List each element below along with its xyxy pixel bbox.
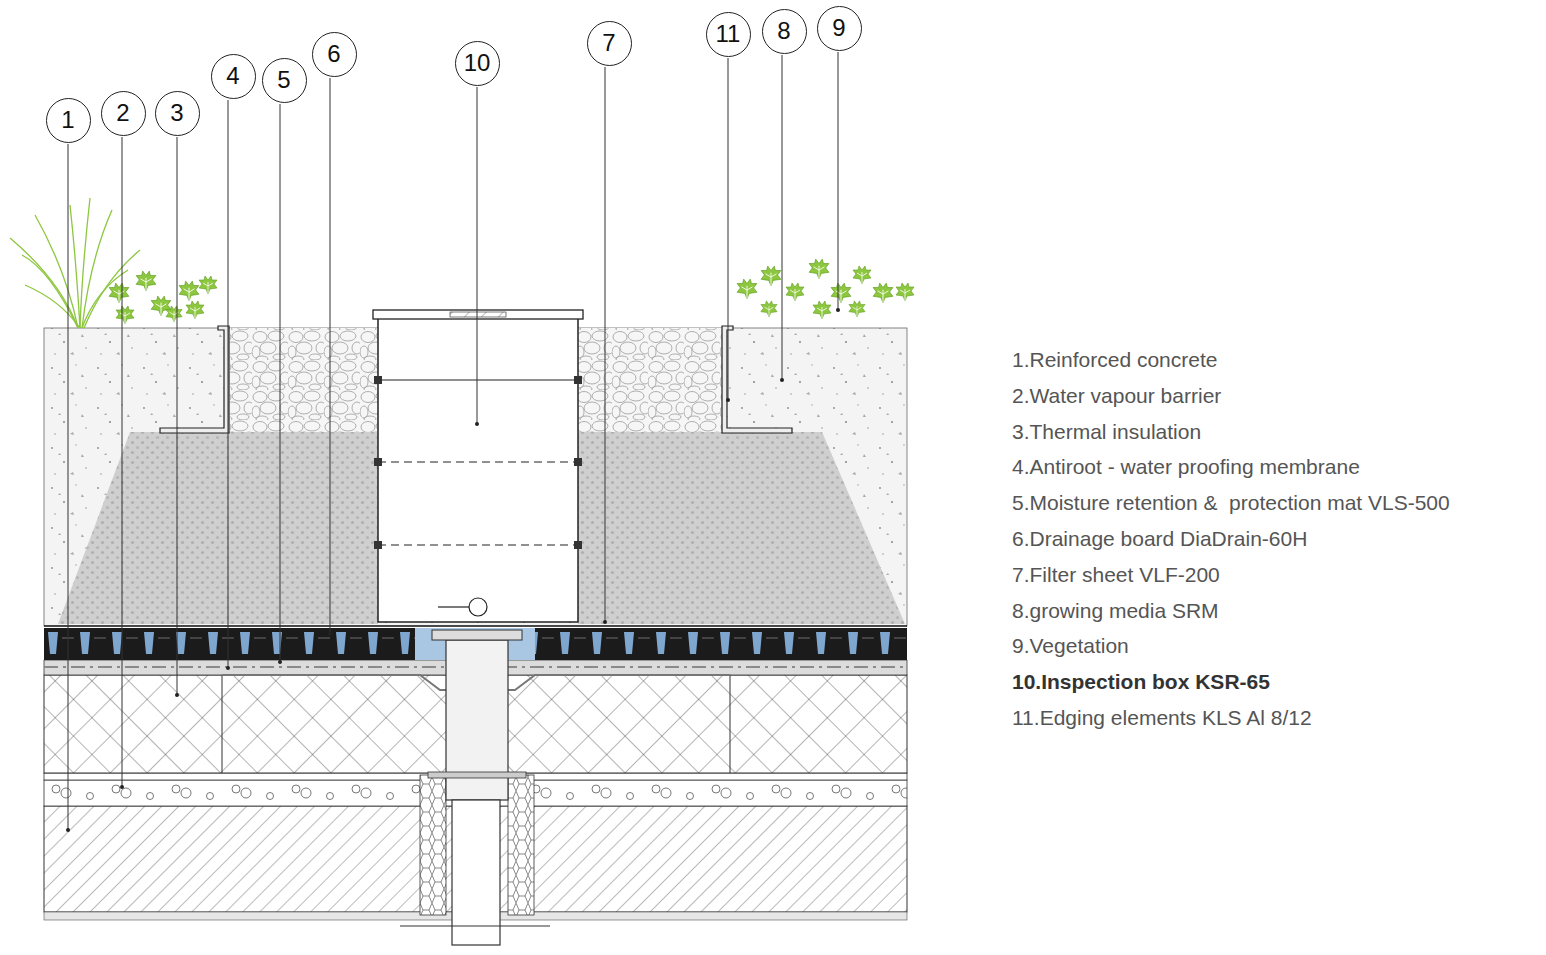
leader-lines <box>68 52 838 830</box>
filter-sheet <box>44 625 907 627</box>
box-handle <box>438 606 470 607</box>
drain-gravel <box>578 432 905 624</box>
callout-circle: 6 <box>312 32 357 77</box>
box-ring <box>378 379 578 380</box>
ivy <box>109 259 914 324</box>
callout-number: 8 <box>777 19 790 43</box>
box-handle-knob <box>469 598 487 616</box>
box-ring <box>378 544 578 545</box>
legend-entry: 11.Edging elements KLS Al 8/12 <box>1012 705 1312 730</box>
box-ring <box>378 461 578 462</box>
pebble-strip <box>230 328 378 432</box>
legend-entry: 8.growing media SRM <box>1012 598 1219 623</box>
callout-number: 7 <box>602 31 615 55</box>
board-joint <box>222 675 223 773</box>
legend-entry: 3.Thermal insulation <box>1012 419 1201 444</box>
callout-circle: 1 <box>46 98 91 143</box>
callout-number: 5 <box>277 68 290 92</box>
callout-circle: 10 <box>455 41 500 86</box>
legend-entry: 10.Inspection box KSR-65 <box>1012 669 1270 694</box>
callout-number: 4 <box>226 64 239 88</box>
legend-entry: 6.Drainage board DiaDrain-60H <box>1012 526 1307 551</box>
drain-collar <box>428 772 526 778</box>
pebble-strip <box>578 328 724 432</box>
callout-circle: 3 <box>155 91 200 136</box>
pipe-insulation <box>508 775 534 915</box>
callout-circle: 4 <box>211 54 256 99</box>
callout-circle: 8 <box>762 9 807 54</box>
callout-circle: 9 <box>817 6 862 51</box>
legend-entry: 4.Antiroot - water proofing membrane <box>1012 454 1360 479</box>
ring-tabs <box>374 376 582 549</box>
leader-dots <box>66 308 840 832</box>
drain-flange <box>432 630 522 640</box>
callout-number: 1 <box>61 108 74 132</box>
callout-circle: 7 <box>587 21 632 66</box>
legend-entry: 7.Filter sheet VLF-200 <box>1012 562 1220 587</box>
callout-number: 6 <box>327 42 340 66</box>
callout-number: 3 <box>170 101 183 125</box>
callout-number: 11 <box>716 22 741 46</box>
callout-number: 9 <box>832 16 845 40</box>
legend-entry: 5.Moisture retention & protection mat VL… <box>1012 490 1450 515</box>
callout-circle: 11 <box>706 12 751 57</box>
lid-grille <box>450 312 506 317</box>
grass <box>10 198 140 328</box>
legend-entry: 1.Reinforced concrete <box>1012 347 1217 372</box>
drain-pipe <box>452 800 500 945</box>
inspection-box <box>378 318 578 622</box>
legend-entry: 2.Water vapour barrier <box>1012 383 1221 408</box>
callout-number: 10 <box>464 51 491 75</box>
box-lid <box>373 310 583 319</box>
edging-element <box>160 326 229 433</box>
legend-entry: 9.Vegetation <box>1012 633 1129 658</box>
board-joint <box>730 675 731 773</box>
pipe-insulation <box>420 775 446 915</box>
callout-number: 2 <box>116 101 129 125</box>
callout-circle: 2 <box>101 91 146 136</box>
callout-circle: 5 <box>262 58 307 103</box>
ceiling-flange <box>400 925 550 926</box>
